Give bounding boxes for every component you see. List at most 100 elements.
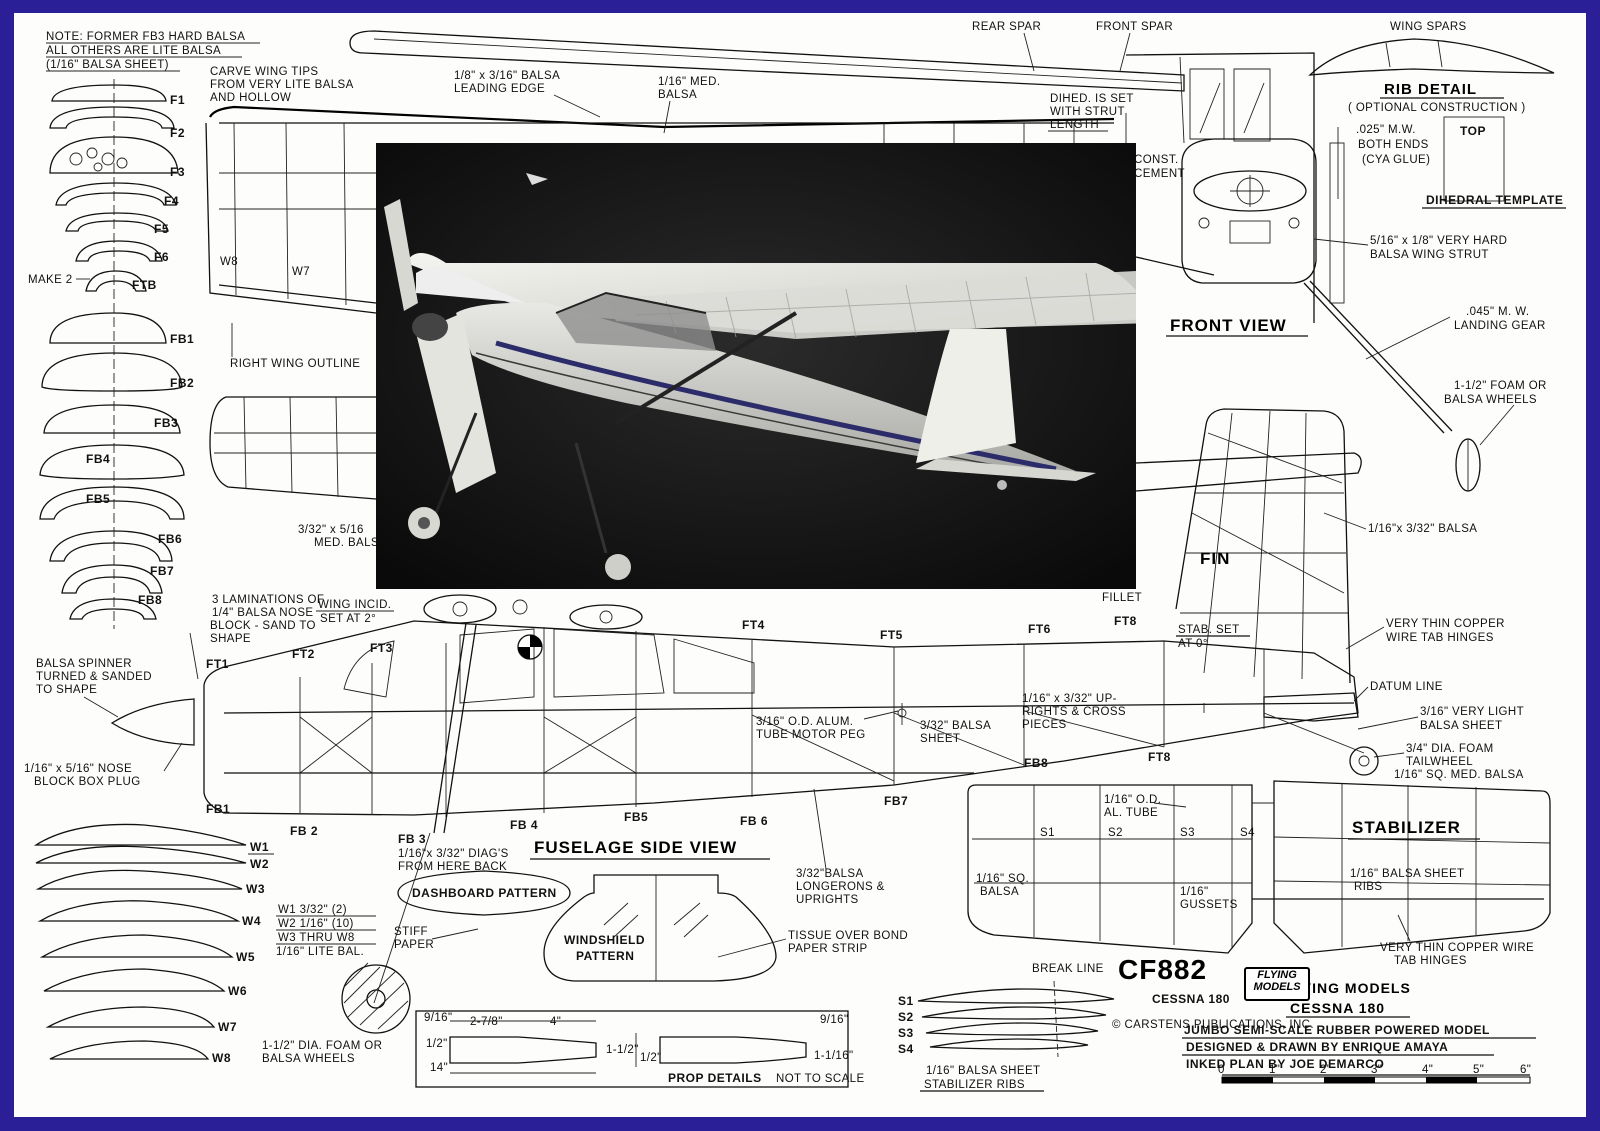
station-fb6: FB 6 xyxy=(740,814,768,828)
prop-dim-4: 1/2" xyxy=(426,1038,448,1050)
stab-rib-s3: S3 xyxy=(1180,827,1195,839)
note-line-3: (1/16" BALSA SHEET) xyxy=(46,59,169,71)
rib-label-w6: W6 xyxy=(228,984,247,998)
right-wing-outline-label: RIGHT WING OUTLINE xyxy=(230,358,360,370)
station-ft2: FT2 xyxy=(292,647,315,661)
plan-code: CF882 xyxy=(1118,954,1207,985)
blueprint-drawing: NOTE: FORMER FB3 HARD BALSA ALL OTHERS A… xyxy=(24,21,1566,1092)
rib-w7-label: W7 xyxy=(292,266,310,278)
stab-rib-label-s1: S1 xyxy=(898,994,914,1008)
wing-top-view xyxy=(205,30,1315,323)
foam-wheels-line-1: 1-1/2" DIA. FOAM OR xyxy=(262,1040,382,1052)
leading-edge-line-1: 1/8" x 3/16" BALSA xyxy=(454,70,560,82)
music-wire-line-2: BOTH ENDS xyxy=(1358,139,1429,151)
tailwheel-line-3: 1/16" SQ. MED. BALSA xyxy=(1394,769,1524,781)
landing-gear-line-2: LANDING GEAR xyxy=(1454,320,1546,332)
wing-left-fragment xyxy=(209,396,377,500)
make-2-label: MAKE 2 xyxy=(28,274,73,286)
plan-sheet: NOTE: FORMER FB3 HARD BALSA ALL OTHERS A… xyxy=(14,13,1586,1117)
prop-details-note: NOT TO SCALE xyxy=(776,1073,865,1085)
rear-spar-label: REAR SPAR xyxy=(972,21,1041,33)
prop-dim-8: 9/16" xyxy=(820,1014,848,1026)
station-ft5: FT5 xyxy=(880,628,903,642)
nose-plug-line-2: BLOCK BOX PLUG xyxy=(34,776,141,788)
leading-edge-line-2: LEADING EDGE xyxy=(454,83,545,95)
station-fb7: FB7 xyxy=(884,794,908,808)
med-balsa-line-2: BALSA xyxy=(658,89,697,101)
stab-rib-s2: S2 xyxy=(1108,827,1123,839)
station-ft1: FT1 xyxy=(206,657,229,671)
wing-strut-line-2: BALSA WING STRUT xyxy=(1370,249,1489,261)
scale-bar xyxy=(1221,1074,1531,1084)
station-fb2: FB 2 xyxy=(290,824,318,838)
wing-strut-line-1: 5/16" x 1/8" VERY HARD xyxy=(1370,235,1507,247)
note-line-2: ALL OTHERS ARE LITE BALSA xyxy=(46,45,221,57)
model-description: JUMBO SEMI-SCALE RUBBER POWERED MODEL xyxy=(1184,1023,1490,1037)
model-photo-image xyxy=(376,143,1136,589)
stab-set-line-2: AT 0° xyxy=(1178,638,1208,650)
former-label-f1: F1 xyxy=(170,93,185,107)
stab-ribs-title-line-2: STABILIZER RIBS xyxy=(924,1079,1025,1091)
former-label-fb6: FB6 xyxy=(158,532,182,546)
balsa-sheet-line-1: 3/32" BALSA xyxy=(920,720,991,732)
tissue-line-2: PAPER STRIP xyxy=(788,943,868,955)
scale-tick-0: 0 xyxy=(1218,1064,1225,1076)
prop-dim-3: 4" xyxy=(550,1016,561,1028)
former-label-fb5: FB5 xyxy=(86,492,110,506)
fin-drawing xyxy=(1135,408,1362,684)
tailwheel-line-2: TAILWHEEL xyxy=(1406,756,1473,768)
flying-models-logo: FLYING MODELS xyxy=(1244,967,1310,1001)
scale-tick-5: 5" xyxy=(1473,1064,1484,1076)
rib-label-w1: W1 xyxy=(250,840,269,854)
med-balsa-line-1: 1/16" MED. xyxy=(658,76,720,88)
dihedral-line-1: DIHED. IS SET xyxy=(1050,93,1134,105)
wing-incidence-line-1: WING INCID. xyxy=(318,599,391,611)
former-label-f4: F4 xyxy=(164,194,179,208)
stiff-paper-line-1: STIFF xyxy=(394,926,428,938)
spinner-line-1: BALSA SPINNER xyxy=(36,658,132,670)
rib-label-w7: W7 xyxy=(218,1020,237,1034)
stab-tube-line-1: 1/16" O.D. xyxy=(1104,794,1161,806)
tailwheel-line-1: 3/4" DIA. FOAM xyxy=(1406,743,1494,755)
stab-rib-label-s4: S4 xyxy=(898,1042,914,1056)
stab-ribs-title-line-1: 1/16" BALSA SHEET xyxy=(926,1065,1040,1077)
prop-dim-1: 9/16" xyxy=(424,1012,452,1024)
stabilizer-drawing xyxy=(967,780,1551,954)
patterns xyxy=(341,870,777,1034)
former-label-fb3: FB3 xyxy=(154,416,178,430)
rib-detail-title: RIB DETAIL xyxy=(1384,81,1477,98)
logo-word-1: FLYING xyxy=(1257,969,1297,981)
stab-rib-s1: S1 xyxy=(1040,827,1055,839)
nose-lamination-line-4: SHAPE xyxy=(210,633,251,645)
model-name: CESSNA 180 xyxy=(1290,1000,1385,1016)
balsa-sheet-line-2: SHEET xyxy=(920,733,960,745)
stabilizer-ribs xyxy=(917,980,1115,1058)
stab-sheet-line-1: 1/16" BALSA SHEET xyxy=(1350,868,1464,880)
fuselage-side-view xyxy=(110,594,1379,1004)
stab-tube-line-2: AL. TUBE xyxy=(1104,807,1158,819)
rib-label-w8: W8 xyxy=(212,1051,231,1065)
nose-lamination-line-3: BLOCK - SAND TO xyxy=(210,620,316,632)
stab-set-line-1: STAB. SET xyxy=(1178,624,1240,636)
former-label-fb1: FB1 xyxy=(170,332,194,346)
longerons-line-2: LONGERONS & xyxy=(796,881,885,893)
scale-tick-6: 6" xyxy=(1520,1064,1531,1076)
stabilizer-title: STABILIZER xyxy=(1352,818,1461,837)
rib-spec-line-1: W1 3/32" (2) xyxy=(278,904,347,916)
windshield-pattern-line-1: WINDSHIELD xyxy=(564,933,645,947)
nose-lamination-line-2: 1/4" BALSA NOSE xyxy=(212,607,314,619)
spinner-line-3: TO SHAPE xyxy=(36,684,97,696)
station-fb1: FB1 xyxy=(206,802,230,816)
former-label-ftb: FTB xyxy=(132,278,157,292)
longerons-line-1: 3/32"BALSA xyxy=(796,868,864,880)
fin-balsa-label: 1/16"x 3/32" BALSA xyxy=(1368,523,1477,535)
former-label-fb7: FB7 xyxy=(150,564,174,578)
copyright: © CARSTENS PUBLICATIONS, INC. xyxy=(1112,1019,1314,1031)
rib-label-w3: W3 xyxy=(246,882,265,896)
uprights-line-2: RIGHTS & CROSS xyxy=(1022,706,1126,718)
rib-detail-subtitle: ( OPTIONAL CONSTRUCTION ) xyxy=(1348,102,1526,114)
const-label: CONST. xyxy=(1134,154,1179,166)
uprights-line-1: 1/16" x 3/32" UP- xyxy=(1022,693,1117,705)
dihedral-line-2: WITH STRUT xyxy=(1050,106,1125,118)
prop-dim-2: 2-7/8" xyxy=(470,1016,503,1028)
